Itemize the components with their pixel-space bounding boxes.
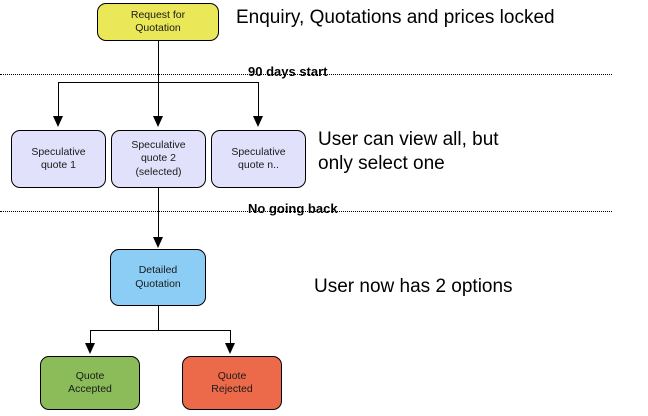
arrowhead-to-accepted (85, 343, 95, 354)
connector-detailed-fanout-bar (90, 330, 230, 331)
node-speculative-quote-1[interactable]: Speculative quote 1 (11, 130, 106, 188)
arrowhead-to-spec2 (153, 116, 163, 127)
node-speculative-quote-n[interactable]: Speculative quote n.. (211, 130, 306, 188)
connector-detailed-to-rejected (230, 330, 231, 345)
node-speculative-quote-2-selected[interactable]: Speculative quote 2 (selected) (111, 130, 206, 188)
separator-label-no-going-back: No going back (248, 201, 338, 216)
arrowhead-to-spec3 (253, 116, 263, 127)
arrowhead-to-spec1 (53, 116, 63, 127)
connector-spec2-to-detailed (158, 188, 159, 238)
node-quote-rejected[interactable]: Quote Rejected (182, 356, 282, 410)
node-detailed-quotation[interactable]: Detailed Quotation (110, 249, 206, 306)
node-request-for-quotation[interactable]: Request for Quotation (97, 3, 219, 41)
connector-rfq-to-spec3 (258, 82, 259, 118)
annotation-prices-locked: Enquiry, Quotations and prices locked (236, 7, 555, 28)
arrowhead-to-rejected (225, 343, 235, 354)
connector-rfq-to-spec2 (158, 82, 159, 118)
separator-line-no-going-back (0, 211, 612, 212)
separator-label-90-days: 90 days start (248, 64, 328, 79)
arrowhead-to-detailed (153, 237, 163, 248)
annotation-view-all-select-one: User can view all, but only select one (318, 129, 499, 175)
annotation-two-options: User now has 2 options (314, 276, 513, 297)
connector-rfq-to-spec1 (58, 82, 59, 118)
separator-line-90-days (0, 74, 612, 75)
connector-detailed-stem (158, 306, 159, 331)
connector-detailed-to-accepted (90, 330, 91, 345)
node-quote-accepted[interactable]: Quote Accepted (40, 356, 140, 410)
connector-rfq-stem (158, 41, 159, 82)
